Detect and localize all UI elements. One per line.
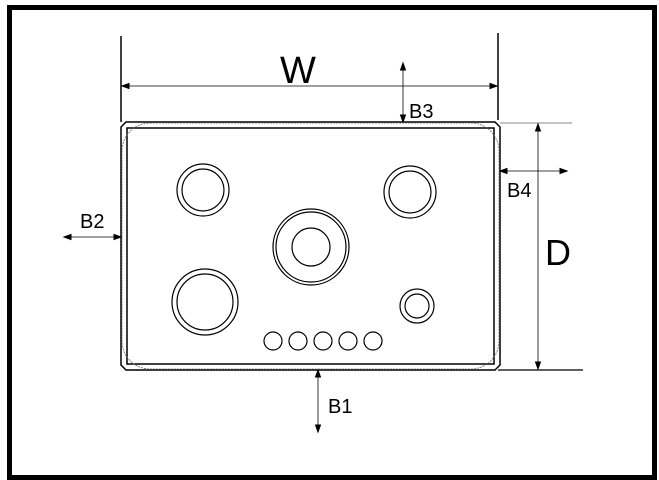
knob-4: [338, 331, 358, 351]
front-right-burner: [399, 288, 435, 324]
depth-dimension: [498, 122, 583, 371]
width-dimension: [120, 33, 499, 122]
rear-right-burner: [383, 165, 437, 219]
rear-left-burner: [176, 163, 230, 217]
front-clearance-label: B1: [328, 396, 352, 418]
left-clearance-arrow: [62, 233, 123, 241]
knob-3: [313, 331, 333, 351]
burners: [171, 163, 437, 336]
front-left-burner: [171, 268, 239, 336]
left-clearance-label: B2: [80, 211, 104, 233]
diagram-frame: [7, 5, 657, 480]
center-wok-burner: [272, 208, 350, 286]
knob-2: [288, 331, 308, 351]
rear-clearance-label: B3: [409, 101, 433, 123]
front-clearance-arrow: [314, 368, 322, 434]
cooktop-outline: [120, 121, 501, 371]
depth-label: D: [545, 232, 571, 273]
control-knobs: [263, 331, 383, 351]
rear-clearance-arrow: [399, 61, 407, 124]
right-clearance-label: B4: [507, 180, 531, 202]
knob-5: [363, 331, 383, 351]
knob-1: [263, 331, 283, 351]
width-label: W: [280, 50, 316, 92]
right-clearance-arrow: [498, 167, 569, 175]
